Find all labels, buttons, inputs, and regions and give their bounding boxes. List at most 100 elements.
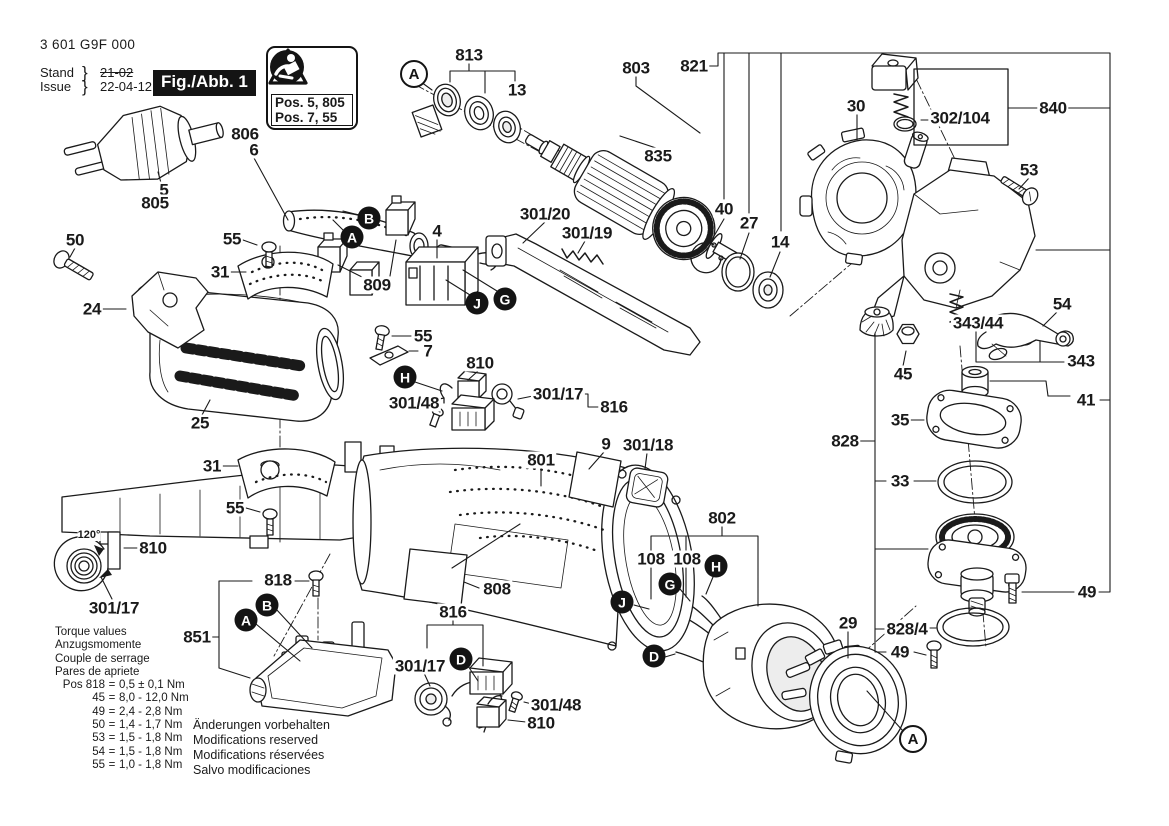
part-label-801: 801	[525, 450, 557, 470]
part-screw-818	[308, 570, 324, 597]
part-label-29: 29	[836, 613, 860, 633]
part-label-40: 40	[712, 199, 736, 219]
part-label-13: 13	[505, 80, 529, 100]
part-label-810: 810	[137, 538, 169, 558]
part-label-806: 806	[229, 124, 261, 144]
part-label-50: 50	[63, 230, 87, 250]
part-label-49: 49	[1075, 582, 1099, 602]
part-bevel-gear-45	[859, 306, 920, 345]
part-sleeve-41	[961, 365, 989, 399]
part-label-27: 27	[737, 213, 761, 233]
part-label-plate-9	[568, 451, 622, 508]
part-label-6: 6	[247, 140, 261, 160]
part-label-805: 805	[139, 193, 171, 213]
part-label-55: 55	[411, 326, 435, 346]
part-screw-55-mid	[374, 325, 390, 351]
callout-H: H	[704, 554, 728, 578]
part-label-31: 31	[200, 456, 224, 476]
part-brush-kit-middle	[429, 370, 525, 431]
part-spindle-lock	[871, 53, 1009, 169]
part-label-33: 33	[888, 471, 912, 491]
part-label-851: 851	[181, 627, 213, 647]
part-switch	[405, 246, 479, 306]
callout-G: G	[493, 287, 517, 311]
callout-D: D	[642, 644, 666, 668]
part-cover-31-bottom	[237, 448, 336, 499]
stand-value: 21-02	[100, 65, 134, 80]
part-label-41: 41	[1074, 390, 1098, 410]
callout-J: J	[610, 590, 634, 614]
part-base-plate-851	[249, 621, 397, 717]
part-label-840: 840	[1037, 98, 1069, 118]
part-label-301-48: 301/48	[386, 393, 442, 413]
part-cover-301-18	[625, 467, 669, 508]
callout-A: A	[899, 725, 927, 753]
warning-positions: Pos. 5, 805 Pos. 7, 55	[271, 94, 353, 126]
rotation-angle-note: 120°	[77, 529, 101, 541]
part-label-816: 816	[437, 602, 469, 622]
part-label-810: 810	[525, 713, 557, 733]
part-rings-40-27-14	[690, 242, 784, 309]
callout-A: A	[340, 225, 364, 249]
part-label-816: 816	[598, 397, 630, 417]
part-label-7: 7	[421, 341, 435, 361]
callout-D: D	[449, 647, 473, 671]
part-switch-lever	[485, 233, 701, 356]
warning-box: Pos. 5, 805 Pos. 7, 55	[266, 46, 358, 130]
callout-B: B	[255, 593, 279, 617]
part-label-35: 35	[888, 410, 912, 430]
part-o-ring-828-4	[936, 607, 1010, 647]
part-label-45: 45	[891, 364, 915, 384]
torque-row: 49=2,4 - 2,8 Nm	[92, 705, 183, 718]
callout-B: B	[357, 206, 381, 230]
part-bracket-24	[131, 271, 209, 349]
torque-row: 45=8,0 - 12,0 Nm	[92, 692, 189, 705]
part-label-55: 55	[220, 229, 244, 249]
modification-note: Modifications reserved	[193, 732, 319, 747]
part-label-302-104: 302/104	[928, 108, 992, 128]
part-plug	[63, 105, 224, 181]
torque-row: 54=1,5 - 1,8 Nm	[92, 745, 183, 758]
torque-row: 53=1,5 - 1,8 Nm	[92, 732, 183, 745]
part-spring-301-19	[561, 248, 604, 265]
torque-heading: Anzugsmomente	[55, 639, 142, 652]
part-label-828: 828	[829, 431, 861, 451]
torque-row: Pos 818=0,5 ± 0,1 Nm	[62, 679, 185, 692]
part-label-14: 14	[768, 232, 792, 252]
part-label-835: 835	[642, 146, 674, 166]
brace-glyph: }	[82, 77, 88, 96]
part-brush-kit-bottom	[414, 657, 523, 733]
warning-pos-line: Pos. 5, 805	[275, 95, 345, 110]
torque-heading: Torque values	[55, 626, 127, 638]
part-cover-31-top	[237, 251, 334, 300]
part-o-ring-33	[937, 460, 1013, 504]
issue-value: 22-04-12	[100, 79, 153, 94]
part-label-25: 25	[188, 413, 212, 433]
part-label-821: 821	[678, 56, 710, 76]
part-label-4: 4	[430, 221, 444, 241]
part-label-301-18: 301/18	[620, 435, 676, 455]
part-label-53: 53	[1017, 160, 1041, 180]
part-label-301-17: 301/17	[392, 656, 448, 676]
torque-table: Torque values Anzugsmomente Couple de se…	[55, 626, 189, 772]
torque-row: 50=1,4 - 1,7 Nm	[92, 719, 183, 732]
part-label-343-44: 343/44	[950, 313, 1006, 333]
part-label-5: 5	[157, 180, 171, 200]
part-label-9: 9	[599, 434, 613, 454]
warning-pos-line: Pos. 7, 55	[275, 110, 338, 125]
part-label-818: 818	[262, 570, 294, 590]
figure-caption: Fig./Abb. 1	[153, 70, 256, 96]
torque-heading: Pares de apriete	[55, 665, 140, 678]
stand-label: Stand	[40, 65, 74, 80]
callout-G: G	[658, 572, 682, 596]
part-label-301-17: 301/17	[530, 384, 586, 404]
part-label-108: 108	[635, 549, 667, 569]
torque-heading: Couple de serrage	[55, 652, 150, 665]
modification-note: Änderungen vorbehalten	[193, 718, 330, 732]
brush-spring-rotation-diagram	[53, 531, 121, 592]
part-label-808: 808	[481, 579, 513, 599]
part-label-802: 802	[706, 508, 738, 528]
part-screw-50	[53, 250, 94, 281]
